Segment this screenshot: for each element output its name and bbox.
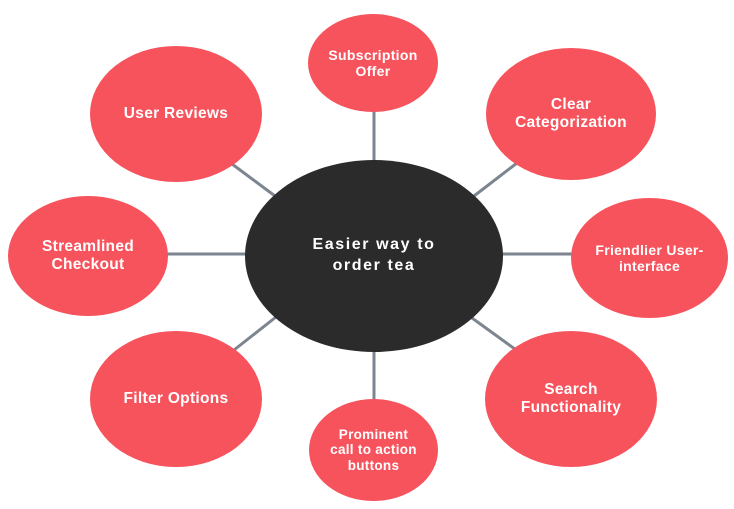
node-label: Friendlier User-interface	[595, 241, 704, 274]
central-topic: Easier way to order tea	[245, 160, 503, 352]
connector-clear-categorization	[473, 161, 518, 198]
node-label: Prominent call to action buttons	[330, 426, 417, 473]
node-label: User Reviews	[123, 105, 229, 123]
connector-filter-options	[233, 315, 277, 352]
node-label: Streamlined Checkout	[41, 238, 135, 273]
node-label: Filter Options	[123, 390, 229, 408]
central-topic-label: Easier way to order tea	[312, 236, 436, 274]
node-label: Search Functionality	[520, 381, 622, 416]
connector-search-functionality	[471, 316, 520, 354]
node-clear-categorization: Clear Categorization	[486, 48, 656, 180]
node-user-reviews: User Reviews	[90, 46, 262, 182]
node-friendlier-user-interface: Friendlier User-interface	[571, 198, 728, 318]
node-subscription-offer: Subscription Offer	[308, 14, 438, 112]
node-streamlined-checkout: Streamlined Checkout	[8, 196, 168, 316]
node-filter-options: Filter Options	[90, 331, 262, 467]
node-prominent-cta: Prominent call to action buttons	[309, 399, 438, 501]
connector-user-reviews	[227, 159, 276, 198]
node-search-functionality: Search Functionality	[485, 331, 657, 467]
node-label: Subscription Offer	[328, 46, 418, 79]
node-label: Clear Categorization	[515, 96, 627, 131]
